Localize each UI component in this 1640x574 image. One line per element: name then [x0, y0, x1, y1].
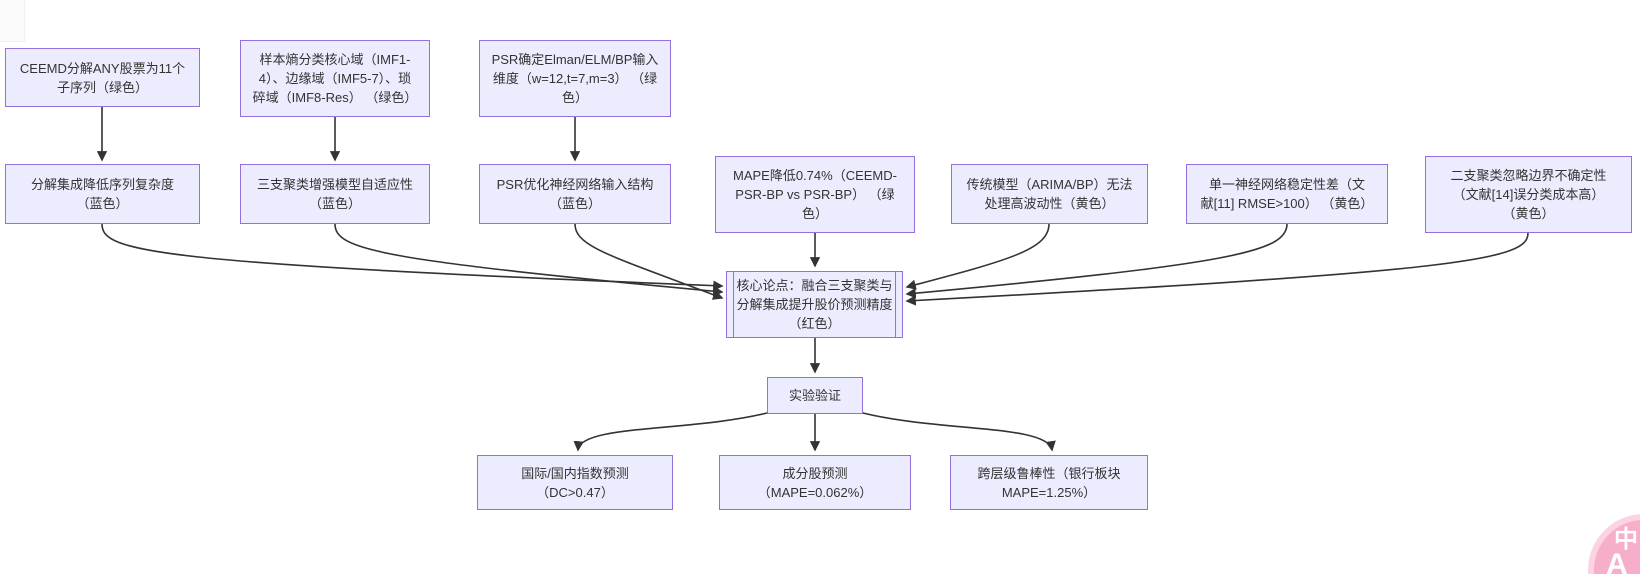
translate-float-button[interactable]: 中 A [1588, 514, 1640, 574]
node-sample-entropy: 样本熵分类核心域（IMF1- 4）、边缘域（IMF5-7）、琐 碎域（IMF8-… [240, 40, 430, 117]
node-decomposition-ensemble: 分解集成降低序列复杂度 （蓝色） [5, 164, 200, 224]
node-constituent-stock-prediction: 成分股预测 （MAPE=0.062%） [719, 455, 911, 510]
node-traditional-model-limits: 传统模型（ARIMA/BP）无法 处理高波动性（黄色） [951, 164, 1148, 224]
core-thesis-label: 核心论点：融合三支聚类与 分解集成提升股价预测精度 （红色） [736, 278, 893, 331]
edge-psropt-to-core [574, 223, 724, 300]
node-single-nn-instability: 单一神经网络稳定性差（文 献[11] RMSE>100） （黄色） [1186, 164, 1388, 224]
edge-threeway-to-core [334, 223, 724, 297]
edge-experiment-to-index [573, 411, 772, 452]
node-index-prediction: 国际/国内指数预测 （DC>0.47） [477, 455, 673, 510]
edge-twoway-to-core [905, 232, 1529, 306]
node-mape-reduction: MAPE降低0.74%（CEEMD- PSR-BP vs PSR-BP） （绿 … [715, 156, 915, 233]
edge-decomp-to-core [101, 223, 724, 291]
page-edge-artifact [0, 0, 25, 42]
node-psr-input-dimension: PSR确定Elman/ELM/BP输入 维度（w=12,t=7,m=3） （绿 … [479, 40, 671, 117]
node-cross-level-robustness: 跨层级鲁棒性（银行板块 MAPE=1.25%） [950, 455, 1148, 510]
node-ceemd-decomposition: CEEMD分解ANY股票为11个 子序列（绿色） [5, 48, 200, 107]
node-core-thesis: 核心论点：融合三支聚类与 分解集成提升股价预测精度 （红色） [726, 271, 903, 338]
translate-icon: 中 A [1606, 526, 1638, 574]
node-experiment-validation: 实验验证 [767, 377, 863, 414]
edge-singlenn-to-core [905, 223, 1288, 299]
edge-experiment-to-robustness [858, 411, 1056, 452]
node-two-way-clustering-limits: 二支聚类忽略边界不确定性 （文献[14]误分类成本高） （黄色） [1425, 156, 1632, 233]
edge-traditional-to-core [905, 223, 1050, 290]
node-three-way-clustering: 三支聚类增强模型自适应性 （蓝色） [240, 164, 430, 224]
node-psr-optimization: PSR优化神经网络输入结构 （蓝色） [479, 164, 671, 224]
